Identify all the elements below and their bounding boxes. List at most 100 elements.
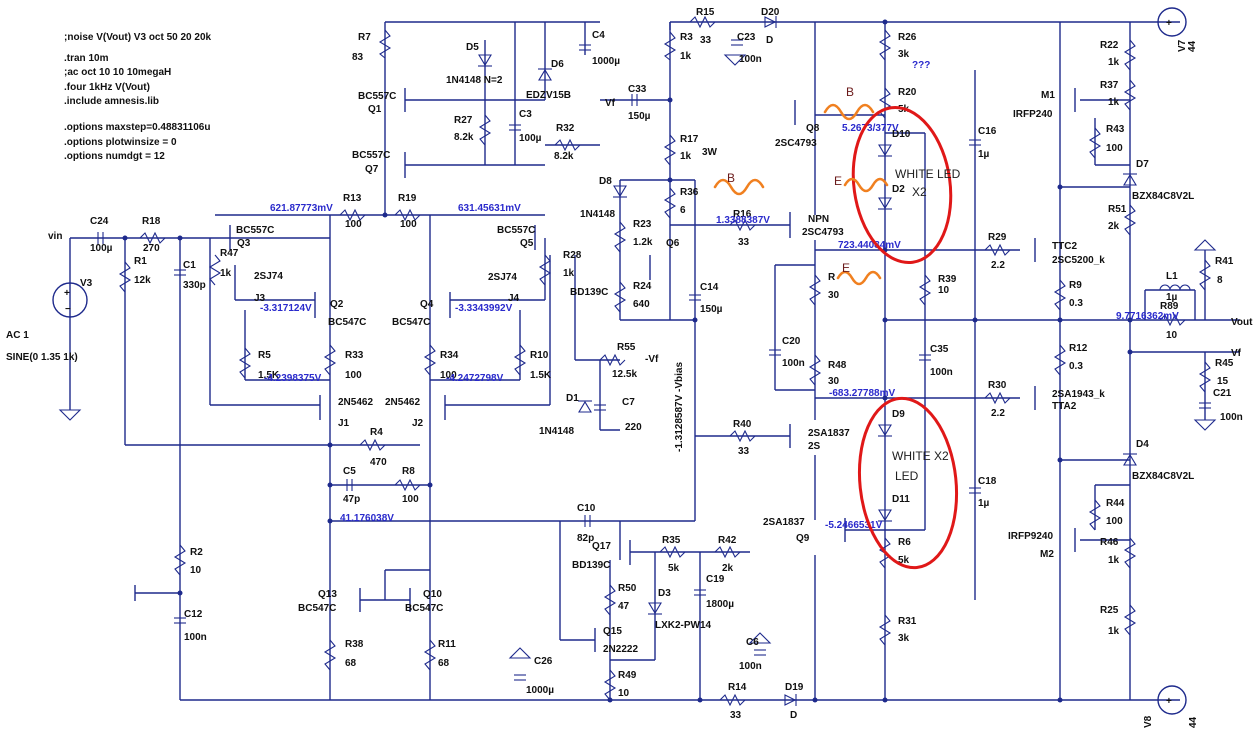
component-label: 2S	[808, 441, 821, 452]
rail-neg-value: 44	[1188, 716, 1199, 728]
component-label: D4	[1136, 439, 1149, 450]
svg-text:+: +	[1166, 696, 1172, 707]
component-label: R43	[1106, 124, 1125, 135]
vertical-net-label: -Vbias	[674, 362, 685, 392]
component-label: L1	[1166, 271, 1178, 282]
component-label: BC557C	[352, 150, 390, 161]
component-label: Vf	[1231, 348, 1242, 359]
component-label: 1800µ	[706, 599, 734, 610]
component-label: C19	[706, 574, 725, 585]
component-label: R40	[733, 419, 752, 430]
component-label: 100	[400, 219, 417, 230]
component-label: 1k	[1108, 555, 1120, 566]
component-label: R31	[898, 616, 917, 627]
component-label: D9	[892, 409, 905, 420]
component-label: D8	[599, 176, 612, 187]
component-label: 0.3	[1069, 298, 1083, 309]
led-bottom-label-line2: LED	[895, 469, 919, 483]
component-label: 3k	[898, 49, 910, 60]
led-top-label-line1: WHITE LED	[895, 167, 961, 181]
mark-e-bottom: E	[842, 261, 850, 275]
component-label: 8.2k	[454, 132, 474, 143]
component-label: 33	[700, 35, 712, 46]
component-label: R16	[733, 209, 752, 220]
component-label: C18	[978, 476, 997, 487]
node-voltage-label: -4.2472798V	[446, 373, 504, 384]
component-label: R39	[938, 274, 957, 285]
component-label: R7	[358, 32, 371, 43]
component-label: -Vf	[645, 354, 659, 365]
component-label: R8	[402, 466, 415, 477]
led-top-label-line2: X2	[912, 185, 927, 199]
component-label: Q15	[603, 626, 622, 637]
component-label: C14	[700, 282, 719, 293]
component-label: 2SC5200_k	[1052, 255, 1105, 266]
component-label: R36	[680, 187, 699, 198]
component-label: R48	[828, 360, 847, 371]
component-label: R29	[988, 232, 1007, 243]
component-label: Q5	[520, 238, 534, 249]
component-label: 30	[828, 290, 840, 301]
component-label: 68	[438, 658, 450, 669]
spice-directive: .options numdgt = 12	[64, 151, 165, 162]
component-label: R34	[440, 350, 459, 361]
component-label: 100n	[739, 54, 762, 65]
component-label: C4	[592, 30, 605, 41]
component-label: 640	[633, 299, 650, 310]
component-label: R26	[898, 32, 917, 43]
component-label: 100	[345, 370, 362, 381]
component-label: 2k	[1108, 221, 1120, 232]
component-label: J4	[508, 293, 520, 304]
component-label: R13	[343, 193, 362, 204]
component-label: BZX84C8V2L	[1132, 471, 1194, 482]
component-label: 5k	[898, 555, 910, 566]
component-label: C12	[184, 609, 203, 620]
component-label: 100n	[1220, 412, 1243, 423]
component-label: BC547C	[328, 317, 366, 328]
node-voltage-label: 5.2673/377V	[842, 123, 899, 134]
component-label: R51	[1108, 204, 1127, 215]
component-label: R28	[563, 250, 582, 261]
component-label: R6	[898, 537, 911, 548]
led-bottom-label-line1: WHITE X2	[892, 449, 949, 463]
component-label: D20	[761, 7, 780, 18]
component-label: D3	[658, 588, 671, 599]
component-label: R22	[1100, 40, 1119, 51]
component-label: 1k	[220, 268, 232, 279]
component-label: C3	[519, 109, 532, 120]
node-voltage-label: 1.3388387V	[716, 215, 770, 226]
component-label: 100n	[184, 632, 207, 643]
node-voltage-label: -5.2466531V	[825, 520, 883, 531]
node-voltage-label: -3.3343992V	[455, 303, 513, 314]
svg-text:+: +	[1166, 18, 1172, 29]
component-label: 100n	[739, 661, 762, 672]
component-label: BC547C	[392, 317, 430, 328]
component-label: 47p	[343, 494, 360, 505]
component-label: R89	[1160, 301, 1179, 312]
component-label: D10	[892, 129, 911, 140]
component-label: R32	[556, 123, 575, 134]
component-label: 47	[618, 601, 630, 612]
component-label: 100	[402, 494, 419, 505]
component-label: R35	[662, 535, 681, 546]
component-label: 1N4148	[539, 426, 574, 437]
component-label: 2N2222	[603, 644, 638, 655]
component-label: BD139C	[572, 560, 610, 571]
component-label: Vout	[1231, 317, 1253, 328]
node-voltage-label: 41.176038V	[340, 513, 394, 524]
component-label: BC557C	[358, 91, 396, 102]
component-label: 2SA1943_k	[1052, 389, 1105, 400]
component-label: 12.5k	[612, 369, 637, 380]
component-label: C16	[978, 126, 997, 137]
component-label: C23	[737, 32, 756, 43]
component-label: EDZV15B	[526, 90, 571, 101]
component-label: 1.5K	[530, 370, 552, 381]
component-bodies: +− + +	[52, 7, 1217, 715]
component-label: 10	[618, 688, 630, 699]
component-label: Q13	[318, 589, 337, 600]
component-label: D11	[892, 494, 910, 505]
component-label: 1000µ	[592, 56, 620, 67]
component-label: 1k	[563, 268, 575, 279]
vertical-labels: -Vbias-1.3128587V	[674, 362, 685, 452]
component-label: 2SC4793	[802, 227, 844, 238]
